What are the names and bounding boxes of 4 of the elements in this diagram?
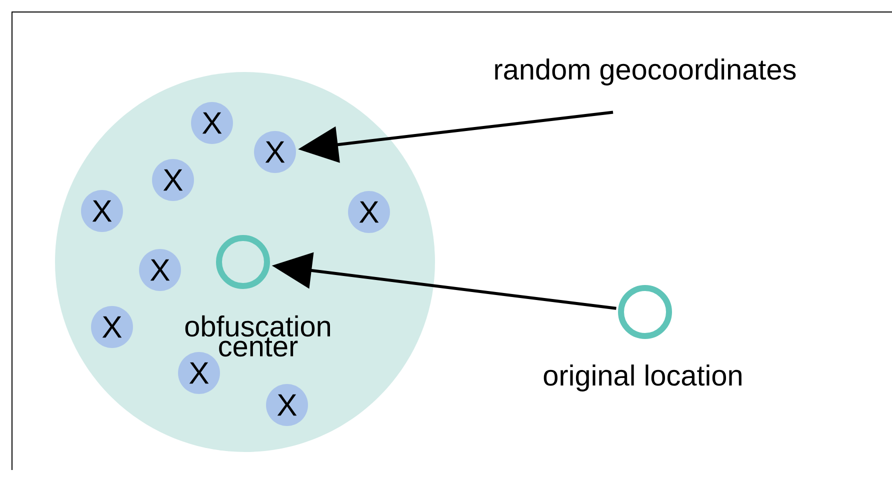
callout-text: random geocoordinates [495,58,796,86]
node-caption: original location [544,364,742,392]
location-ring [618,285,672,339]
location-ring [216,235,270,289]
